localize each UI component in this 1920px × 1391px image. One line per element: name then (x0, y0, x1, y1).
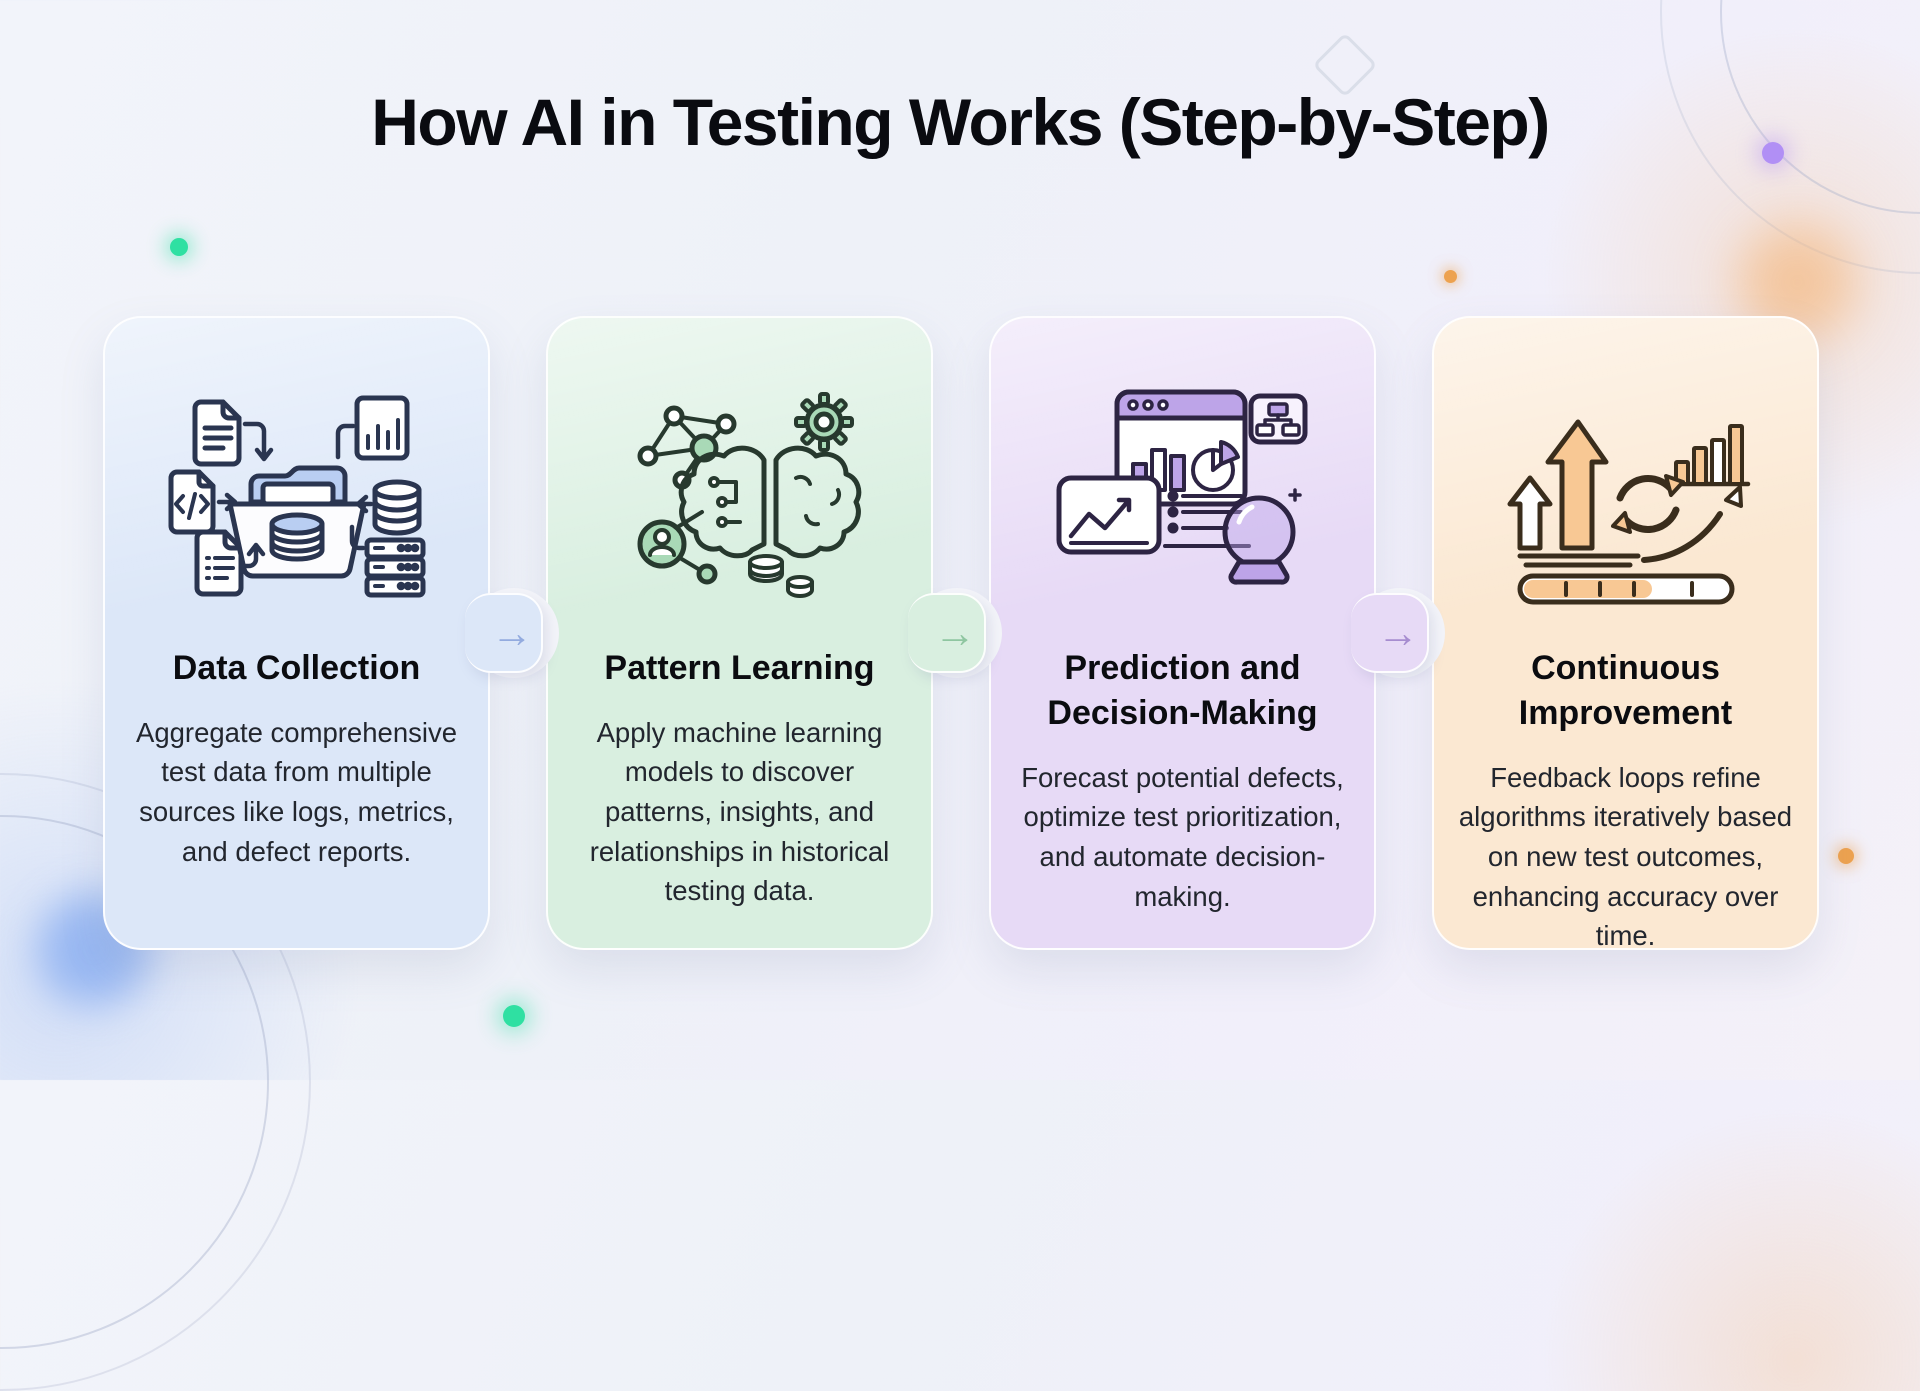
step-card-data-collection: Data Collection Aggregate comprehensive … (103, 316, 490, 950)
orange-dot-decoration (1444, 270, 1457, 283)
step-title: Continuous Improvement (1518, 649, 1733, 732)
step-icon-wrap (1047, 380, 1319, 612)
step-title: Pattern Learning (604, 649, 875, 687)
right-arrow-icon: → (491, 609, 533, 656)
step-description: Forecast potential defects, optimize tes… (1021, 761, 1344, 912)
step-description: Aggregate comprehensive test data from m… (135, 716, 458, 867)
purple-dot-decoration (1762, 142, 1784, 164)
connector-tab: → (908, 593, 986, 673)
right-arrow-icon: → (934, 609, 976, 656)
step-description: Apply machine learning models to discove… (589, 716, 890, 907)
step-card-prediction-decision-making: Prediction and Decision-Making Forecast … (989, 316, 1376, 950)
step-icon-wrap (161, 380, 433, 612)
page-title: How AI in Testing Works (Step-by-Step) (371, 85, 1550, 159)
green-dot-decoration (170, 238, 188, 256)
connector-tab: → (465, 593, 543, 673)
step-icon-wrap (604, 380, 876, 612)
brain-network-icon (637, 392, 861, 598)
step-card-pattern-learning: Pattern Learning Apply machine learning … (546, 316, 933, 950)
step-icon-wrap (1490, 380, 1762, 612)
forecast-dashboard-crystal-ball-icon (1056, 389, 1307, 585)
right-arrow-icon: → (1377, 609, 1419, 656)
data-sources-folder-icon (168, 395, 425, 598)
orange-dot-right-decoration (1838, 848, 1854, 864)
step-card-continuous-improvement: Continuous Improvement Feedback loops re… (1432, 316, 1819, 951)
connector-tab: → (1351, 593, 1429, 673)
step-description: Feedback loops refine algorithms iterati… (1458, 761, 1793, 952)
step-title: Data Collection (172, 649, 421, 687)
green-dot-bottom-decoration (503, 1005, 525, 1027)
step-title: Prediction and Decision-Making (1047, 649, 1318, 732)
growth-cycle-progress-icon (1507, 419, 1750, 605)
